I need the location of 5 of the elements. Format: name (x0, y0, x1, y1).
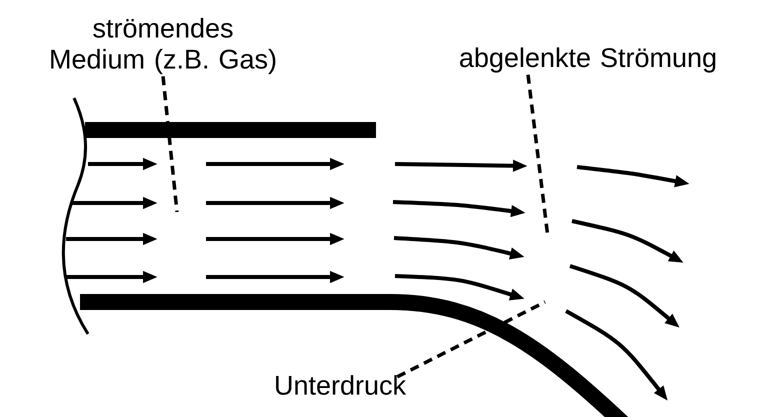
label-text: abgelenkte Strömung (460, 47, 716, 73)
label-text: strömendes Medium (z.B. Gas) (51, 18, 276, 74)
leader-line (161, 76, 179, 212)
label-text: Unterdruck (276, 375, 406, 395)
leader-line (396, 300, 546, 378)
